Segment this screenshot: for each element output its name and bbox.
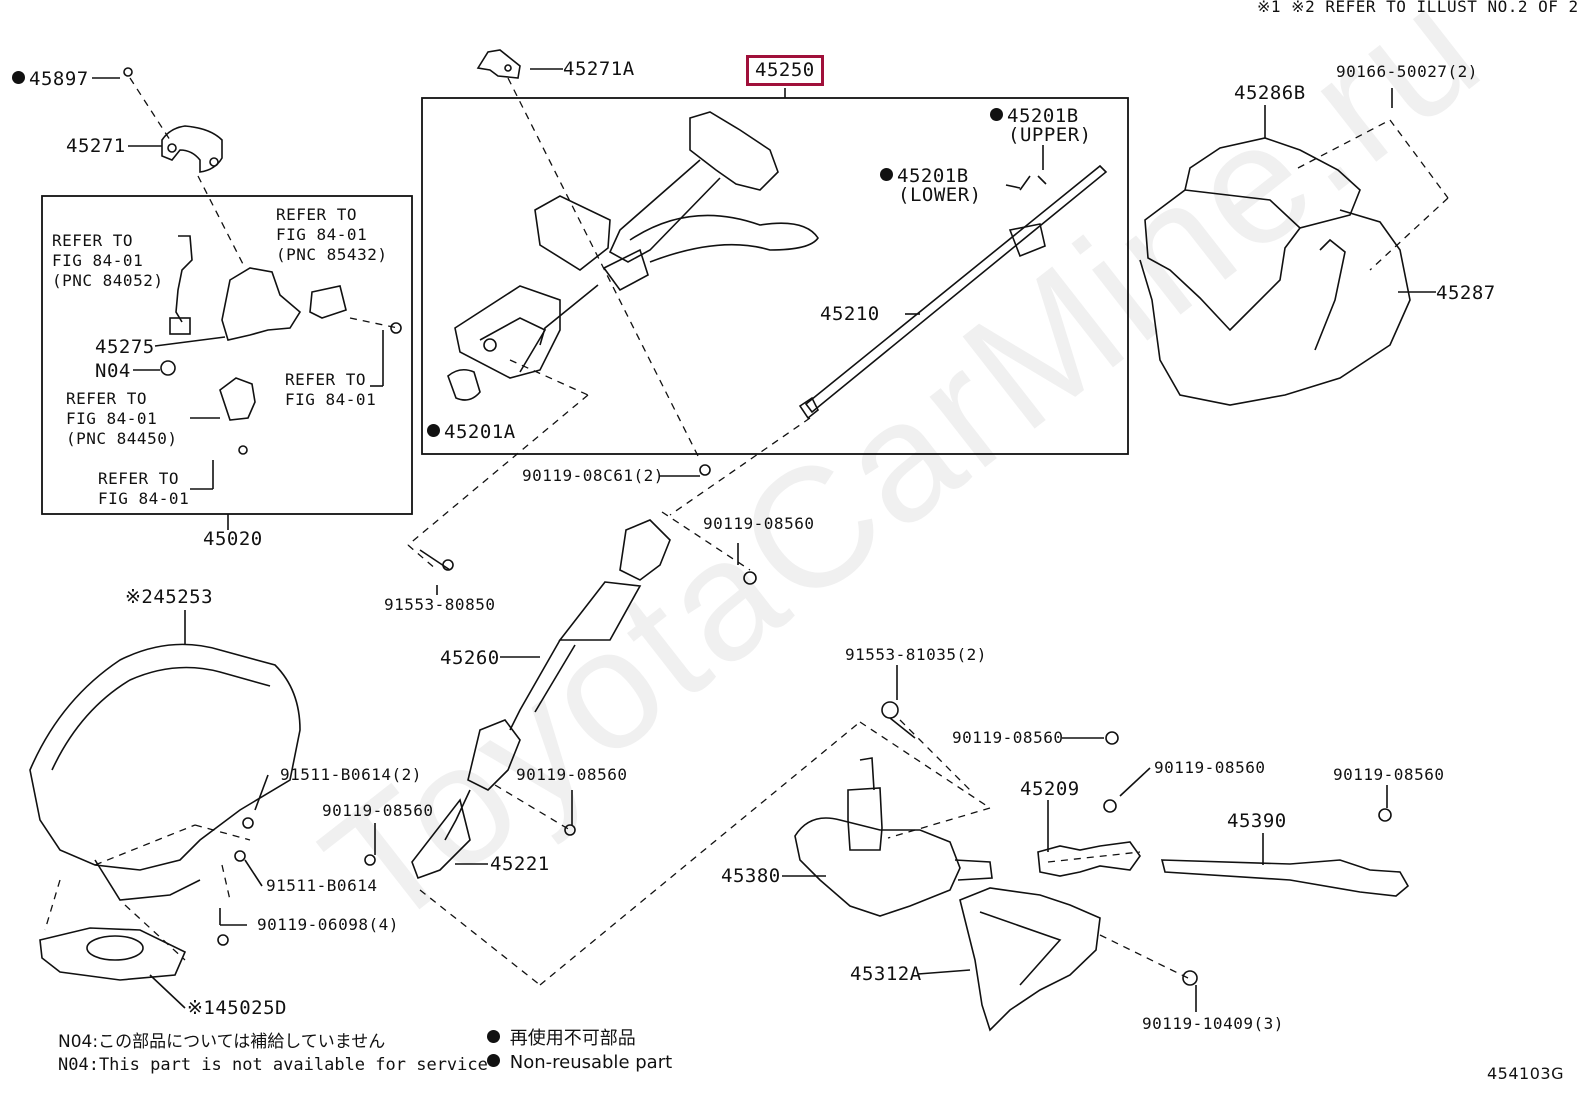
- part-label-91511-B0614-2[interactable]: 91511-B0614(2): [280, 765, 422, 784]
- note-n04-en: N04:This part is not available for servi…: [58, 1055, 488, 1075]
- part-label-90119-08C61[interactable]: 90119-08C61(2): [522, 466, 664, 485]
- part-column-45250: [447, 111, 819, 401]
- leader-lines: [92, 68, 1436, 1012]
- legend-non-reusable-en: Non-reusable part: [487, 1054, 672, 1072]
- figure-code: 454103G: [1487, 1064, 1564, 1083]
- part-label-45020[interactable]: 45020: [203, 528, 263, 550]
- part-label-45390[interactable]: 45390: [1227, 810, 1287, 832]
- refer-to-fig-84-01-b[interactable]: REFER TO FIG 84-01: [98, 469, 190, 508]
- part-label-90119-08560-e[interactable]: 90119-08560: [1154, 758, 1266, 777]
- part-label-45201A[interactable]: 45201A: [427, 423, 516, 442]
- non-reusable-dot-icon: [990, 108, 1003, 121]
- part-label-90119-08560-c[interactable]: 90119-08560: [516, 765, 628, 784]
- part-cover-45253: [29, 643, 301, 901]
- column-assembly-box: [421, 97, 1129, 455]
- label-upper: (UPPER): [1008, 124, 1092, 146]
- non-reusable-dot-icon: [487, 1030, 500, 1043]
- part-label-45253[interactable]: ※245253: [125, 586, 214, 608]
- note-n04-jp: N04:この部品については補給していません: [58, 1032, 386, 1052]
- part-shaft-45210: [798, 164, 1108, 420]
- part-label-45201B-lower[interactable]: 45201B: [880, 167, 969, 186]
- refer-to-fig-84-01-a[interactable]: REFER TO FIG 84-01: [285, 370, 377, 409]
- part-label-90166-50027[interactable]: 90166-50027(2): [1336, 62, 1478, 81]
- part-label-45221[interactable]: 45221: [490, 853, 550, 875]
- part-label-45025D[interactable]: ※145025D: [187, 997, 287, 1019]
- part-label-45260[interactable]: 45260: [440, 647, 500, 669]
- part-label-45271[interactable]: 45271: [66, 135, 126, 157]
- legend-non-reusable-jp: 再使用不可部品: [487, 1030, 636, 1048]
- part-label-N04[interactable]: N04: [95, 360, 131, 382]
- part-label-45286B[interactable]: 45286B: [1234, 82, 1306, 104]
- part-label-45209[interactable]: 45209: [1020, 778, 1080, 800]
- part-label-91511-B0614[interactable]: 91511-B0614: [266, 876, 378, 895]
- refer-to-fig-85432[interactable]: REFER TO FIG 84-01 (PNC 85432): [276, 205, 388, 264]
- header-note: ※1 ※2 REFER TO ILLUST NO.2 OF 2: [1257, 0, 1579, 16]
- refer-to-fig-84450[interactable]: REFER TO FIG 84-01 (PNC 84450): [66, 389, 178, 448]
- switch-assembly-box: [41, 195, 413, 515]
- part-bracket-45312A: [959, 887, 1198, 1032]
- part-label-90119-08560-d[interactable]: 90119-08560: [322, 801, 434, 820]
- part-label-45312A[interactable]: 45312A: [850, 963, 922, 985]
- part-label-45380[interactable]: 45380: [721, 865, 781, 887]
- part-label-90119-08560-f[interactable]: 90119-08560: [1333, 765, 1445, 784]
- part-cover-45287: [1139, 209, 1411, 406]
- refer-to-fig-84052[interactable]: REFER TO FIG 84-01 (PNC 84052): [52, 231, 164, 290]
- part-label-90119-06098[interactable]: 90119-06098(4): [257, 915, 399, 934]
- part-plate-45025D: [39, 850, 246, 981]
- part-joint-45209: [1037, 731, 1141, 877]
- part-label-45271A[interactable]: 45271A: [563, 58, 635, 80]
- part-label-45287[interactable]: 45287: [1436, 282, 1496, 304]
- part-bracket-45271: [161, 125, 223, 173]
- non-reusable-dot-icon: [880, 168, 893, 181]
- part-gear-45380: [794, 701, 993, 917]
- part-shaft-45260: [242, 464, 757, 880]
- part-label-45210[interactable]: 45210: [820, 303, 880, 325]
- part-label-45897[interactable]: 45897: [12, 70, 89, 89]
- non-reusable-dot-icon: [487, 1054, 500, 1067]
- part-45271A: [476, 49, 521, 79]
- non-reusable-dot-icon: [12, 71, 25, 84]
- part-label-90119-10409[interactable]: 90119-10409(3): [1142, 1014, 1284, 1033]
- part-switch-45275: [160, 235, 402, 455]
- non-reusable-dot-icon: [427, 424, 440, 437]
- part-label-45250-selected[interactable]: 45250: [746, 55, 824, 86]
- part-label-91553-81035[interactable]: 91553-81035(2): [845, 645, 987, 664]
- dashed-lines: [44, 77, 1449, 986]
- part-label-90119-08560-b[interactable]: 90119-08560: [952, 728, 1064, 747]
- part-label-45201B-upper[interactable]: 45201B: [990, 107, 1079, 126]
- label-lower: (LOWER): [898, 184, 982, 206]
- bolt-45897: [123, 67, 133, 77]
- part-label-90119-08560-a[interactable]: 90119-08560: [703, 514, 815, 533]
- part-shaft-45390: [1160, 808, 1410, 897]
- part-label-45275[interactable]: 45275: [95, 336, 155, 358]
- part-label-91553-80850[interactable]: 91553-80850: [384, 595, 496, 614]
- part-cover-45286B: [1144, 137, 1361, 332]
